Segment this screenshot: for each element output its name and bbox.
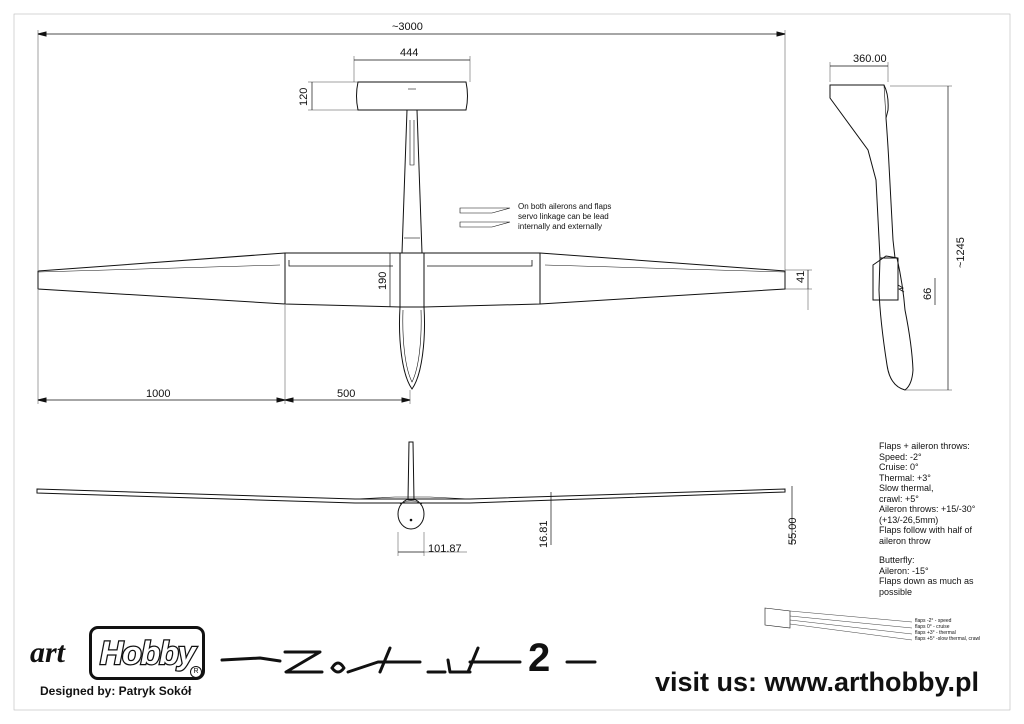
throws-line: Flaps down as much as [879, 576, 974, 586]
flap-sketch [764, 607, 913, 641]
throws-line: aileron throw [879, 535, 931, 546]
dim-fuselage-length: ~1245 [955, 237, 967, 268]
hobby-logo: Hobby [89, 626, 205, 680]
model-name-number: 2 [528, 636, 551, 680]
throws-line: Cruise: 0° [879, 462, 919, 472]
sheet-border [13, 13, 1011, 711]
throws-line: Slow thermal, [879, 483, 934, 493]
dim-tail-chord: 120 [298, 88, 310, 106]
dim-fuselage-width: 101.87 [428, 543, 462, 555]
dim-tip-chord: 41 [795, 271, 807, 283]
dim-fin-height: 360.00 [853, 53, 887, 65]
flap-legend-line: flaps +3° - thermal [915, 630, 956, 636]
fuselage-nose [399, 306, 425, 390]
left-wing-outline [37, 252, 401, 308]
throws-line: Flaps follow with half of [879, 525, 973, 535]
dim-root-chord: 190 [377, 272, 389, 290]
throws-line: Butterfly: [879, 555, 915, 565]
front-fuselage [397, 498, 425, 530]
throws-line: Aileron: -15° [879, 565, 929, 576]
throws-line: crawl: +5° [879, 493, 919, 504]
throws-line: Speed: -2° [879, 451, 922, 462]
throws-line: (+13/-26,5mm) [879, 514, 939, 525]
servo-linkage-note: On both ailerons and flaps servo linkage… [518, 202, 638, 232]
dim-fuselage-depth: 66 [922, 288, 934, 300]
website-link[interactable]: visit us: www.arthobby.pl [655, 667, 980, 697]
top-view [37, 30, 812, 404]
flap-legend-line: flaps 0° - cruise [915, 624, 950, 630]
brand-art-text: art [30, 636, 66, 669]
flap-legend-line: flaps +5° -slow thermal, crawl [915, 636, 981, 642]
dim-span: ~3000 [392, 21, 423, 33]
registered-mark: R [190, 666, 202, 678]
hobby-logo-text: Hobby [99, 634, 197, 673]
side-view [829, 62, 952, 391]
dim-tail-span: 444 [400, 47, 418, 59]
dim-dihedral-tip: 55.00 [787, 517, 799, 545]
dim-dihedral-inner: 16.81 [538, 520, 550, 548]
front-view [36, 441, 793, 556]
flap-legend: flaps -2° - speed flaps 0° - cruise flap… [915, 618, 980, 642]
right-wing-outline [423, 252, 786, 308]
servo-note-line: internally and externally [518, 222, 603, 231]
front-wing [36, 488, 786, 504]
dim-outer-panel: 1000 [146, 388, 170, 400]
throws-spacer [879, 546, 1009, 555]
fuselage-boom [401, 109, 423, 254]
servo-note-line: On both ailerons and flaps [518, 202, 612, 211]
throws-line: possible [879, 586, 913, 597]
fuselage-side [878, 257, 914, 391]
horizontal-tail [356, 81, 468, 111]
front-fin [407, 441, 415, 501]
flap-legend-line: flaps -2° - speed [915, 618, 952, 624]
fin-outline [829, 84, 896, 259]
designer-credit: Designed by: Patryk Sokół [40, 684, 192, 698]
throws-line: Aileron throws: +15/-30° [879, 504, 976, 514]
throws-notes: Flaps + aileron throws: Speed: -2° Cruis… [879, 441, 1009, 597]
servo-note-line: servo linkage can be lead [518, 212, 609, 221]
throws-line: Thermal: +3° [879, 472, 931, 483]
dim-inner-panel: 500 [337, 388, 355, 400]
throws-line: Flaps + aileron throws: [879, 441, 970, 451]
model-name-signature [220, 646, 597, 674]
